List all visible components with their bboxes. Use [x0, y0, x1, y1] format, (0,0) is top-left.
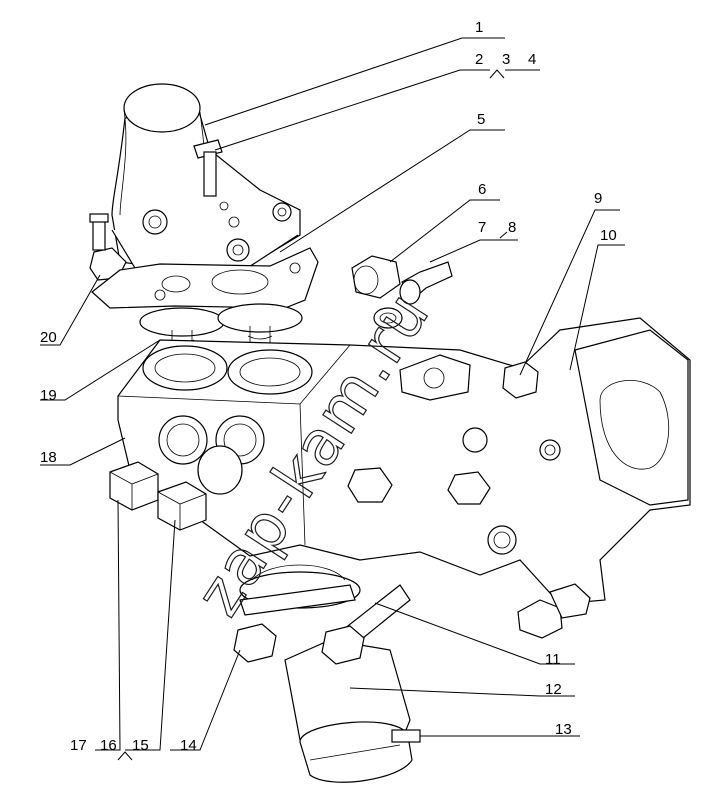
fittings	[351, 255, 591, 639]
callout-20: 20	[40, 329, 57, 346]
callout-8: 8	[508, 219, 516, 236]
callout-14: 14	[180, 737, 197, 754]
gasket	[91, 247, 319, 309]
callout-4: 4	[528, 51, 536, 68]
callout-11: 11	[545, 651, 561, 668]
callout-9: 9	[594, 190, 602, 207]
thermostat-cover	[89, 83, 301, 281]
thermostats	[139, 303, 303, 370]
callout-3: 3	[502, 51, 510, 68]
callout-18: 18	[40, 449, 57, 466]
callout-16: 16	[100, 737, 117, 754]
callout-2: 2	[475, 51, 483, 68]
callout-10: 10	[600, 227, 617, 244]
callout-12: 12	[545, 681, 562, 698]
drain-plugs	[109, 461, 207, 531]
callout-7: 7	[478, 219, 486, 236]
callout-19: 19	[40, 387, 57, 404]
leader-lines	[40, 37, 625, 761]
callout-15: 15	[132, 737, 149, 754]
callout-numbers: 1 2 3 4 5 6 7 8 9 10 11 12 13 14 15 16 1…	[40, 19, 617, 754]
callout-17: 17	[70, 737, 87, 754]
callout-5: 5	[477, 111, 485, 128]
bolt-2	[193, 139, 223, 197]
callout-6: 6	[478, 181, 486, 198]
callout-1: 1	[475, 19, 483, 36]
callout-13: 13	[555, 721, 572, 738]
